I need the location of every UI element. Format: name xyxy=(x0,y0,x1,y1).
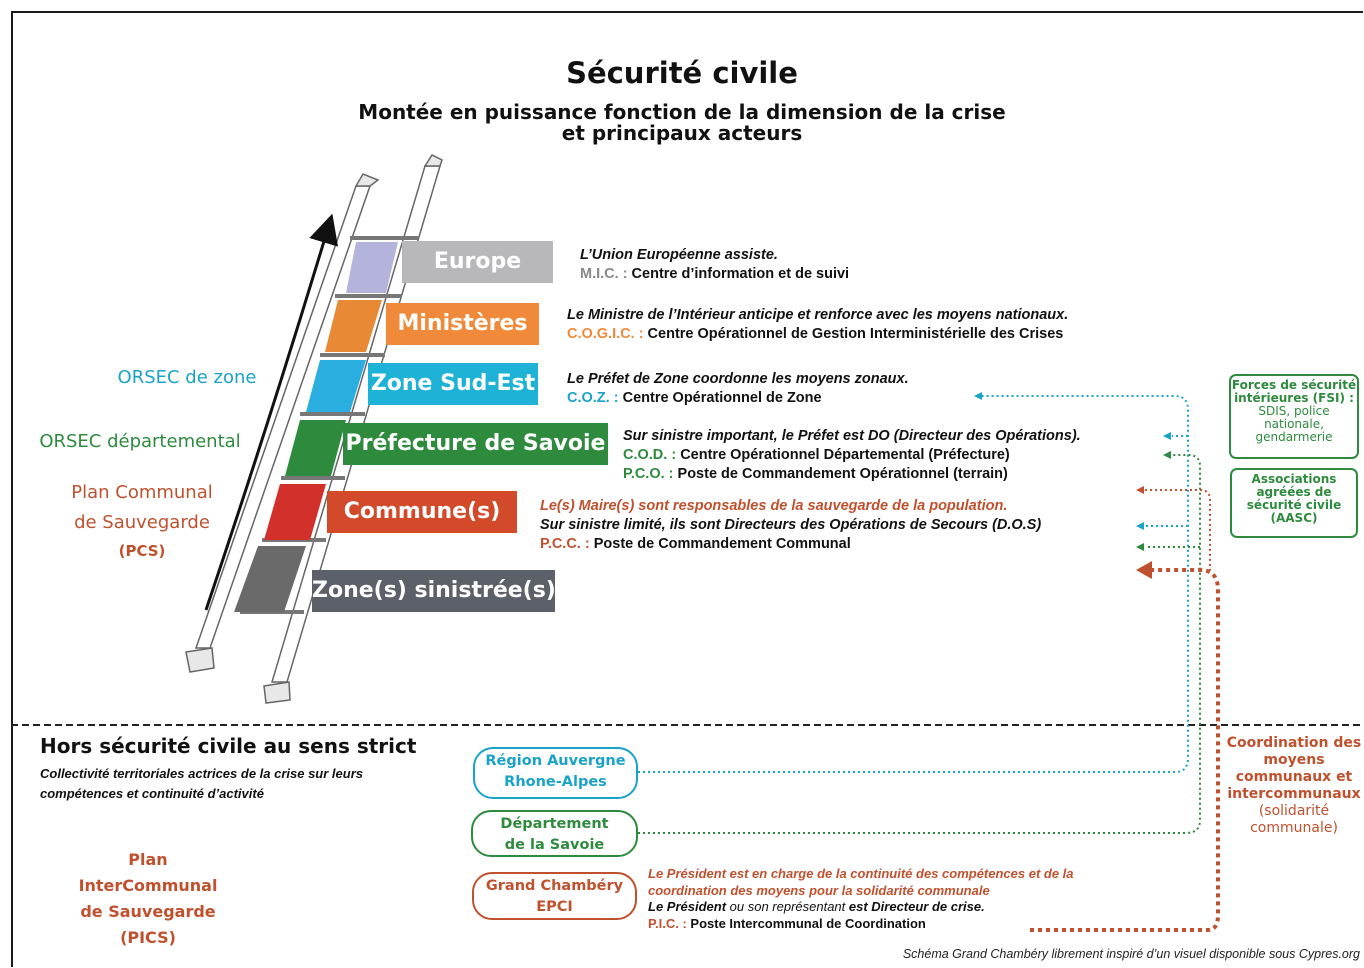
ladder-step-zone xyxy=(306,360,366,412)
acronym-mic: M.I.C. : xyxy=(580,266,628,282)
desc-president: Le Président est en charge de la continu… xyxy=(648,866,1074,932)
coordination-text: Coordination des moyens communaux et int… xyxy=(1224,735,1364,837)
lower-subheading-2: compétences et continuité d’activité xyxy=(40,786,264,801)
ladder-step-europe xyxy=(346,242,398,293)
desc-prefecture: Sur sinistre important, le Préfet est DO… xyxy=(623,427,1081,484)
pill-grand-chambery-line2: EPCI xyxy=(536,899,573,915)
label-pics-line-3: de Sauvegarde xyxy=(80,902,216,921)
level-ministeres: Ministères xyxy=(386,303,539,345)
subtitle-line-2: et principaux acteurs xyxy=(561,121,803,145)
red-thick-connector xyxy=(1030,568,1220,932)
ladder-step-sinistre xyxy=(234,546,306,612)
red-connector-lines xyxy=(1145,489,1211,570)
diagram-frame xyxy=(11,11,1363,967)
label-pcs-line-1: Plan Communal xyxy=(71,482,213,503)
acronym-pcc: P.C.C. : xyxy=(540,536,590,552)
desc-zone: Le Préfet de Zone coordonne les moyens z… xyxy=(567,370,909,408)
page-title: Sécurité civile xyxy=(566,56,798,90)
acronym-coz: C.O.Z. : xyxy=(567,390,619,406)
desc-europe-line2: Centre d’information et de suivi xyxy=(627,266,850,282)
desc-ministeres-line1: Le Ministre de l’Intérieur anticipe et r… xyxy=(567,307,1069,323)
label-orsec-zone: ORSEC de zone xyxy=(117,367,257,388)
cyan-connector-lines xyxy=(638,395,1189,773)
red-arrowheads xyxy=(1136,486,1152,579)
desc-commune-line2: Sur sinistre limité, ils sont Directeurs… xyxy=(540,517,1042,533)
ladder-step-ministeres xyxy=(325,300,382,352)
box-fsi-body: SDIS, police nationale, gendarmerie xyxy=(1255,404,1333,444)
box-fsi: Forces de sécurité intérieures (FSI) : S… xyxy=(1229,374,1359,459)
coordination-title: Coordination des moyens communaux et int… xyxy=(1226,735,1362,802)
label-pics-line-2: InterCommunal xyxy=(78,876,218,895)
acronym-pco: P.C.O. : xyxy=(623,466,674,482)
desc-commune: Le(s) Maire(s) sont responsables de la s… xyxy=(540,497,1041,554)
level-europe: Europe xyxy=(402,241,553,283)
pill-grand-chambery-line1: Grand Chambéry xyxy=(485,878,624,894)
pill-grand-chambery: Grand Chambéry EPCI xyxy=(472,872,637,920)
level-zone-sinistree: Zone(s) sinistrée(s) xyxy=(312,570,556,612)
coordination-body: (solidarité communale) xyxy=(1250,803,1338,836)
credit-line: Schéma Grand Chambéry librement inspiré … xyxy=(902,947,1360,961)
pill-departement-line1: Département xyxy=(500,816,609,832)
desc-europe: L’Union Européenne assiste. M.I.C. : Cen… xyxy=(580,246,849,284)
desc-president-line3c: est Directeur de crise. xyxy=(848,899,985,914)
box-aasc: Associations agréées de sécurité civile … xyxy=(1230,468,1358,538)
desc-president-line3a: Le Président xyxy=(648,899,727,914)
desc-ministeres-line2: Centre Opérationnel de Gestion Intermini… xyxy=(643,326,1064,342)
desc-ministeres: Le Ministre de l’Intérieur anticipe et r… xyxy=(567,306,1068,344)
box-fsi-title: Forces de sécurité intérieures (FSI) : xyxy=(1231,378,1357,405)
acronym-pic: P.I.C. : xyxy=(648,915,687,931)
label-pics-line-4: (PICS) xyxy=(120,928,176,947)
label-pics-line-1: Plan xyxy=(128,850,168,869)
desc-president-line2: coordination des moyens pour la solidari… xyxy=(648,882,990,898)
pill-region-line2: Rhone-Alpes xyxy=(504,774,607,790)
subtitle-line-1: Montée en puissance fonction de la dimen… xyxy=(358,100,1006,124)
acronym-cogic: C.O.G.I.C. : xyxy=(567,326,644,342)
ladder-step-prefecture xyxy=(285,420,346,476)
level-prefecture: Préfecture de Savoie xyxy=(343,423,608,465)
cyan-arrowheads xyxy=(974,392,1171,530)
ladder-step-commune xyxy=(264,484,326,540)
label-pcs-line-3: (PCS) xyxy=(118,542,166,560)
pill-region: Région Auvergne Rhone-Alpes xyxy=(473,747,638,799)
green-connector-lines xyxy=(638,454,1201,834)
lower-subheading-1: Collectivité territoriales actrices de l… xyxy=(40,766,363,781)
pill-region-line1: Région Auvergne xyxy=(485,753,626,769)
desc-commune-line1: Le(s) Maire(s) sont responsables de la s… xyxy=(540,498,1008,514)
desc-president-line4: Poste Intercommunal de Coordination xyxy=(686,915,926,931)
pill-departement-line2: de la Savoie xyxy=(504,837,605,853)
desc-zone-line1: Le Préfet de Zone coordonne les moyens z… xyxy=(567,371,909,387)
desc-prefecture-line1: Sur sinistre important, le Préfet est DO… xyxy=(623,428,1081,444)
desc-zone-line2: Centre Opérationnel de Zone xyxy=(618,390,822,406)
pill-departement: Département de la Savoie xyxy=(471,810,638,857)
label-orsec-departemental: ORSEC départemental xyxy=(39,431,241,452)
box-aasc-title: Associations agréées de sécurité civile … xyxy=(1246,472,1342,525)
level-commune: Commune(s) xyxy=(327,491,517,533)
desc-europe-line1: L’Union Européenne assiste. xyxy=(580,247,778,263)
label-pcs-line-2: de Sauvegarde xyxy=(74,512,210,533)
lower-heading: Hors sécurité civile au sens strict xyxy=(40,734,417,758)
acronym-cod: C.O.D. : xyxy=(623,447,677,463)
desc-commune-line3: Poste de Commandement Communal xyxy=(589,536,851,552)
desc-president-line1: Le Président est en charge de la continu… xyxy=(648,866,1074,881)
desc-prefecture-line3: Poste de Commandement Opérationnel (terr… xyxy=(673,466,1008,482)
escalation-arrow xyxy=(204,213,339,611)
desc-president-line3b: ou son représentant xyxy=(726,899,849,914)
green-arrowheads xyxy=(1136,451,1171,551)
level-zone-sud-est: Zone Sud-Est xyxy=(368,363,538,405)
desc-prefecture-line2: Centre Opérationnel Départemental (Préfe… xyxy=(676,447,1010,463)
